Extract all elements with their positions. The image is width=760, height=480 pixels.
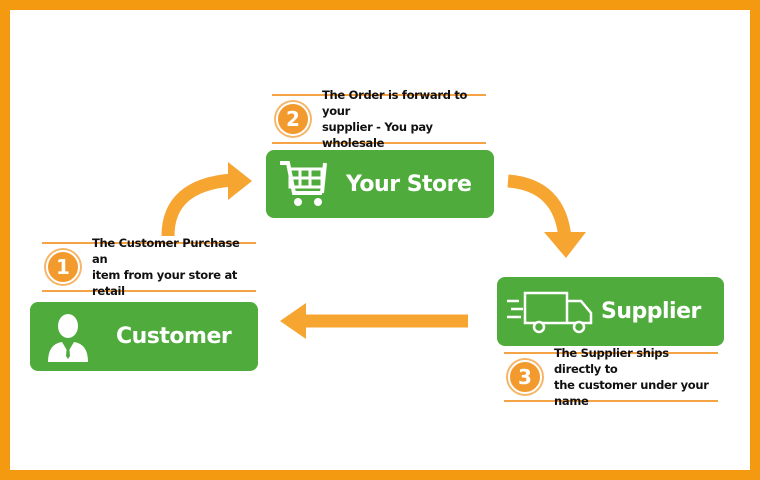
step-text-line: The Customer Purchase an xyxy=(92,236,240,266)
step-number-badge: 1 xyxy=(46,250,80,284)
step-text-line: the customer under your name xyxy=(554,378,709,408)
arrow-store-to-supplier xyxy=(507,174,572,239)
step-number-badge: 3 xyxy=(508,360,542,394)
node-supplier: Supplier xyxy=(497,277,724,346)
node-label: Your Store xyxy=(346,171,472,197)
user-icon xyxy=(48,313,88,362)
step-text-line: item from your store at retail xyxy=(92,268,238,298)
node-customer: Customer xyxy=(30,302,258,371)
step-text-line: supplier - You pay wholesale xyxy=(322,120,433,150)
step-text-line: The Order is forward to your xyxy=(322,88,468,118)
arrowhead-customer xyxy=(280,303,306,339)
delivery-truck-icon xyxy=(507,291,593,333)
node-your-store: Your Store xyxy=(266,150,494,218)
node-label: Supplier xyxy=(601,299,701,324)
arrowhead-store xyxy=(228,162,252,200)
step-text-line: The Supplier ships directly to xyxy=(554,346,669,376)
diagram-canvas xyxy=(10,10,750,470)
node-label: Customer xyxy=(116,324,232,349)
arrowhead-supplier xyxy=(544,232,586,258)
step-number-badge: 2 xyxy=(276,102,310,136)
shopping-cart-icon xyxy=(280,161,327,206)
arrow-customer-to-store xyxy=(161,173,233,237)
